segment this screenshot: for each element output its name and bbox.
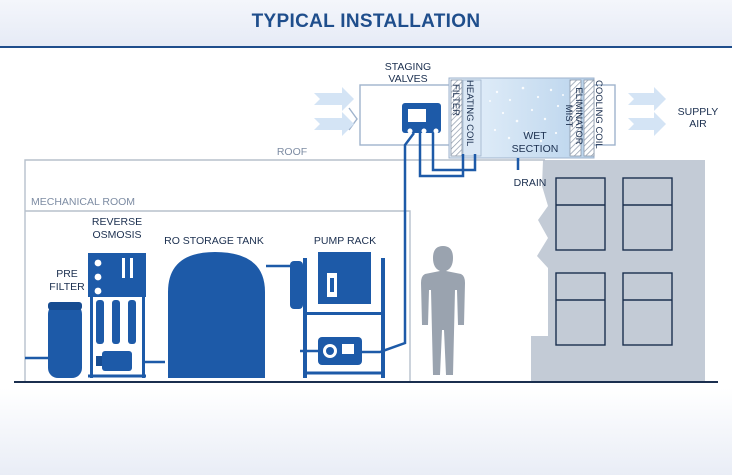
window xyxy=(622,177,673,251)
mechanical-room-label: MECHANICAL ROOM xyxy=(31,196,135,208)
pre-filter-label: FILTER xyxy=(49,281,85,293)
pump-rack xyxy=(290,252,385,378)
cooling-coil-element xyxy=(583,79,595,157)
heating-coil-label: HEATING COIL xyxy=(464,80,475,146)
page-title: TYPICAL INSTALLATION xyxy=(251,11,481,32)
water-piping xyxy=(145,132,520,364)
building-windows xyxy=(555,177,673,346)
mist-eliminator-label: ELIMINATOR xyxy=(573,87,584,144)
mist-eliminator-element xyxy=(569,79,582,157)
cooling-coil-label: COOLING COIL xyxy=(593,80,604,149)
staging-valves xyxy=(402,103,441,134)
person-silhouette xyxy=(421,246,465,375)
supply-air-label: SUPPLY xyxy=(678,106,719,118)
ro-storage-tank-label: RO STORAGE TANK xyxy=(164,235,264,247)
window xyxy=(555,272,606,346)
pre-filter-label: PRE xyxy=(56,268,78,280)
heating-coil-element xyxy=(462,79,482,157)
staging-valves-label: STAGING xyxy=(385,61,431,73)
reverse-osmosis-label: OSMOSIS xyxy=(92,229,141,241)
footer-band xyxy=(0,388,732,475)
diagram-labels: STAGING VALVES SUPPLY AIR ROOF MECHANICA… xyxy=(31,61,718,293)
wet-section-label: WET xyxy=(523,130,547,142)
window xyxy=(555,177,606,251)
reverse-osmosis-label: REVERSE xyxy=(92,216,142,228)
mist-droplets xyxy=(489,86,564,143)
supply-air-label: AIR xyxy=(689,118,707,130)
reverse-osmosis-unit xyxy=(88,253,146,378)
pump-rack-label: PUMP RACK xyxy=(314,235,376,247)
mist-eliminator-label: MIST xyxy=(563,105,574,128)
header-bar: TYPICAL INSTALLATION xyxy=(0,0,732,48)
mechanical-room-outline xyxy=(25,210,411,382)
roof-label: ROOF xyxy=(277,146,307,158)
drain-label: DRAIN xyxy=(514,177,547,189)
window xyxy=(622,272,673,346)
staging-valves-label: VALVES xyxy=(388,73,427,85)
roof-outline xyxy=(24,159,545,382)
filter-label: FILTER xyxy=(450,84,461,116)
pre-filter xyxy=(48,302,82,378)
wet-section-label: SECTION xyxy=(512,143,559,155)
filter-element xyxy=(450,79,463,157)
ro-storage-tank xyxy=(168,252,265,378)
airflow-arrows xyxy=(314,87,666,136)
